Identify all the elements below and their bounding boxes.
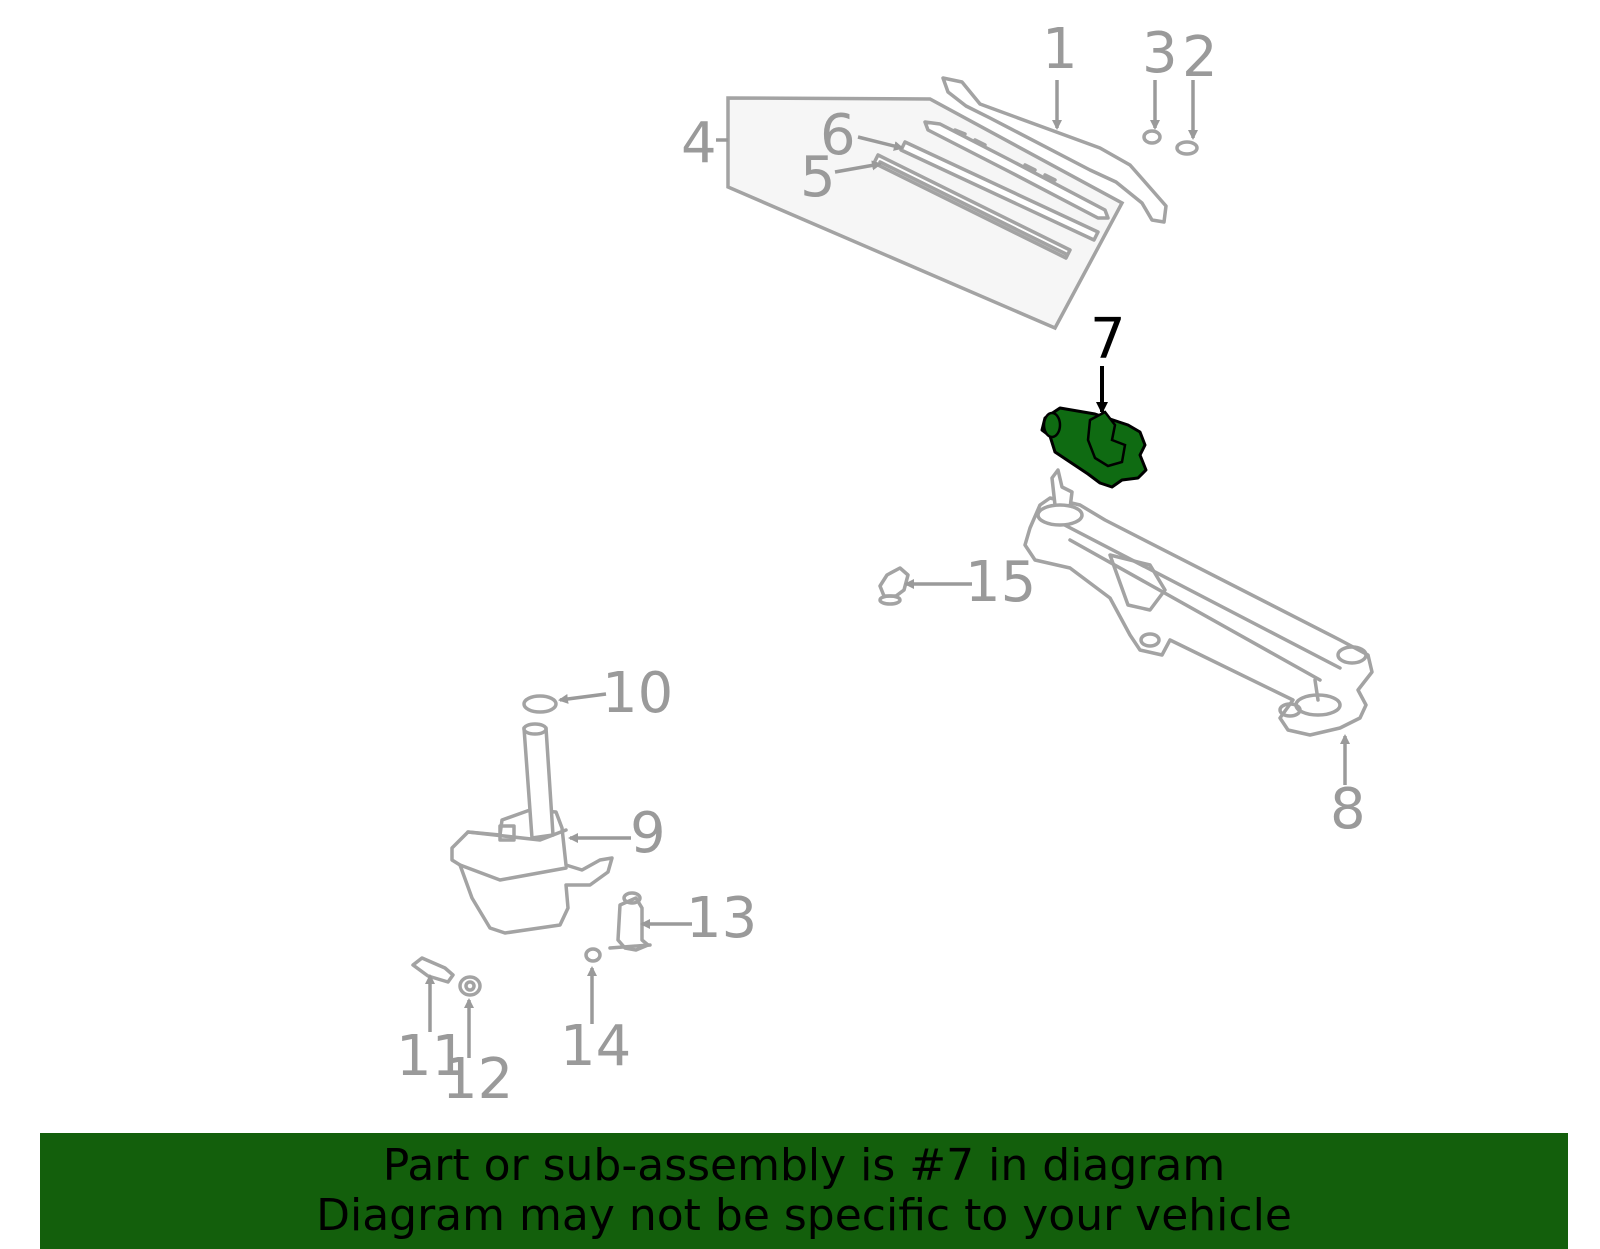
- callout-4: 4: [681, 111, 717, 176]
- washer-nozzle[interactable]: [411, 956, 455, 984]
- callout-15: 15: [965, 550, 1036, 615]
- callout-14: 14: [560, 1014, 631, 1079]
- callout-2: 2: [1182, 25, 1218, 90]
- linkage-grommet[interactable]: [878, 566, 910, 606]
- callout-1: 1: [1042, 17, 1078, 82]
- callout-3: 3: [1142, 21, 1178, 86]
- wiper-motor[interactable]: [1040, 406, 1148, 489]
- callout-9: 9: [630, 801, 666, 866]
- nozzle-seal[interactable]: [458, 975, 482, 997]
- callout-5: 5: [800, 145, 836, 210]
- wiper-rubber-insert[interactable]: [872, 153, 1072, 260]
- wiper-linkage[interactable]: [1023, 468, 1374, 737]
- callout-12: 12: [442, 1047, 513, 1112]
- washer-reservoir[interactable]: [450, 722, 614, 935]
- washer-pump[interactable]: [608, 891, 652, 952]
- pump-grommet[interactable]: [584, 947, 602, 963]
- callout-11: 11: [396, 1024, 467, 1089]
- callout-7: 7: [1090, 307, 1126, 372]
- callout-13: 13: [686, 886, 757, 951]
- info-banner: Part or sub-assembly is #7 in diagram Di…: [40, 1133, 1568, 1249]
- wiper-arm-cap[interactable]: [1175, 140, 1199, 156]
- callout-8: 8: [1330, 777, 1366, 842]
- reservoir-o-ring[interactable]: [522, 694, 558, 714]
- wiper-blade-assembly[interactable]: [716, 96, 1125, 331]
- banner-line-2: Diagram may not be specific to your vehi…: [316, 1190, 1292, 1241]
- callout-10: 10: [602, 661, 673, 726]
- leader-lines: [425, 80, 1350, 1058]
- callout-6: 6: [820, 103, 856, 168]
- banner-line-1: Part or sub-assembly is #7 in diagram: [382, 1140, 1226, 1191]
- wiper-arm[interactable]: [923, 76, 1168, 224]
- wiper-arm-nut[interactable]: [1142, 129, 1162, 145]
